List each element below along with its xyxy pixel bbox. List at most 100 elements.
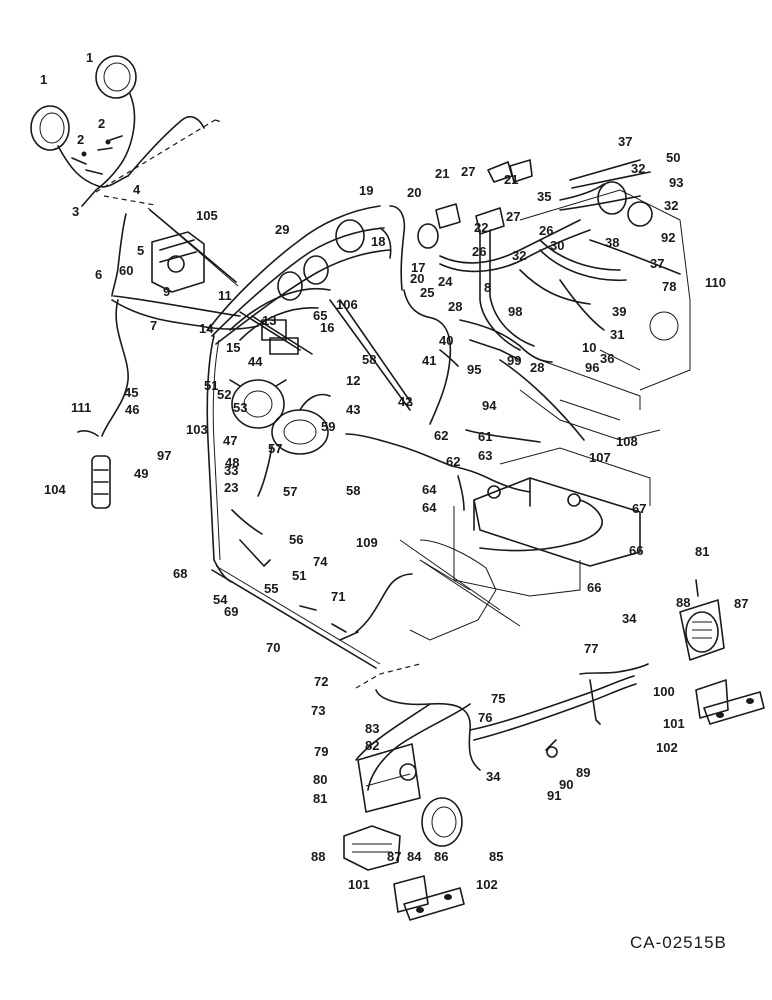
- callout-number: 4: [133, 182, 141, 197]
- harness-56: [231, 509, 271, 567]
- callout-number: 23: [224, 480, 238, 495]
- work-lamp-right: [679, 579, 725, 661]
- callout-number: 57: [283, 484, 297, 499]
- callout-number: 79: [314, 744, 328, 759]
- callout-number: 66: [587, 580, 601, 595]
- drawing-reference-number: CA-02515B: [630, 933, 727, 952]
- headlamp-right: [95, 55, 137, 99]
- callout-number: 38: [605, 235, 619, 250]
- callout-number: 52: [217, 387, 231, 402]
- connector-40: [439, 349, 459, 367]
- callout-number: 35: [537, 189, 551, 204]
- harness-110: [589, 239, 681, 275]
- work-lamp-87: [343, 825, 401, 871]
- callout-number: 101: [348, 877, 370, 892]
- callout-number: 20: [410, 271, 424, 286]
- callout-number: 53: [233, 400, 247, 415]
- callout-number: 90: [559, 777, 573, 792]
- callout-number: 27: [506, 209, 520, 224]
- callout-number: 18: [371, 234, 385, 249]
- callout-number: 77: [584, 641, 598, 656]
- callout-number: 37: [650, 256, 664, 271]
- callout-number: 33: [224, 463, 238, 478]
- callout-number: 87: [387, 849, 401, 864]
- callout-number: 17: [411, 260, 425, 275]
- cab-harness: [439, 159, 653, 363]
- callout-number: 44: [248, 354, 263, 369]
- callout-number: 32: [512, 248, 526, 263]
- callout-number: 70: [266, 640, 280, 655]
- callout-number: 63: [478, 448, 492, 463]
- callout-number: 74: [313, 554, 328, 569]
- callout-number: 105: [196, 208, 218, 223]
- callout-number: 43: [346, 402, 360, 417]
- callout-number: 36: [600, 351, 614, 366]
- flood-lamp-85: [421, 797, 463, 847]
- callout-number: 72: [314, 674, 328, 689]
- callout-number: 16: [320, 320, 334, 335]
- callout-number: 56: [289, 532, 303, 547]
- callout-number: 78: [662, 279, 676, 294]
- callout-number: 9: [163, 284, 170, 299]
- callout-number: 26: [539, 223, 553, 238]
- callout-number: 92: [661, 230, 675, 245]
- callout-number: 22: [474, 220, 488, 235]
- callout-number: 93: [669, 175, 683, 190]
- callout-number: 57: [268, 441, 282, 456]
- callout-number: 88: [311, 849, 325, 864]
- callout-number: 81: [695, 544, 709, 559]
- callout-number: 62: [434, 428, 448, 443]
- headlamp-left: [30, 105, 70, 151]
- callout-number: 85: [489, 849, 503, 864]
- callout-number: 42: [398, 394, 412, 409]
- callout-number: 28: [530, 360, 544, 375]
- callout-number: 81: [313, 791, 327, 806]
- leader-dashed-4: [103, 195, 156, 206]
- callout-number: 51: [204, 378, 218, 393]
- callout-number: 87: [734, 596, 748, 611]
- callout-number: 11: [218, 288, 232, 303]
- callout-number: 66: [629, 543, 643, 558]
- rear-lamp-harness: [355, 663, 649, 791]
- callout-number: 65: [313, 308, 327, 323]
- bracket-101-right: [695, 679, 765, 725]
- bracket-101-bottom: [393, 875, 465, 921]
- callout-number: 86: [434, 849, 448, 864]
- callout-number: 32: [664, 198, 678, 213]
- callout-number: 29: [275, 222, 289, 237]
- callout-number: 64: [422, 500, 437, 515]
- callout-number: 49: [134, 466, 148, 481]
- callout-number: 94: [482, 398, 497, 413]
- callout-number: 100: [653, 684, 675, 699]
- callout-number: 32: [631, 161, 645, 176]
- callout-number: 73: [311, 703, 325, 718]
- callout-number: 91: [547, 788, 561, 803]
- leader-dashed-headlamp: [95, 119, 223, 193]
- callout-number: 41: [422, 353, 436, 368]
- callout-number: 46: [125, 402, 139, 417]
- callout-number: 104: [44, 482, 66, 497]
- callout-number: 64: [422, 482, 437, 497]
- callout-number: 15: [226, 340, 240, 355]
- callout-number: 95: [467, 362, 481, 377]
- callout-number: 12: [346, 373, 360, 388]
- callout-number: 13: [262, 313, 276, 328]
- callout-number: 51: [292, 568, 306, 583]
- callout-number: 61: [478, 429, 492, 444]
- callout-number: 102: [656, 740, 678, 755]
- callout-number: 3: [72, 204, 79, 219]
- tail-lamp-assembly: [357, 743, 421, 813]
- callout-number: 25: [420, 285, 434, 300]
- callout-number: 14: [199, 321, 214, 336]
- callout-number: 88: [676, 595, 690, 610]
- callout-number: 98: [508, 304, 522, 319]
- callout-number: 45: [124, 385, 138, 400]
- callout-number: 7: [150, 318, 157, 333]
- ground-strap-107: [499, 359, 585, 441]
- callout-number: 107: [589, 450, 611, 465]
- callout-number: 89: [576, 765, 590, 780]
- callout-number: 69: [224, 604, 238, 619]
- headlamp-wiring: [57, 93, 205, 207]
- leader-dashed-rear: [355, 663, 421, 689]
